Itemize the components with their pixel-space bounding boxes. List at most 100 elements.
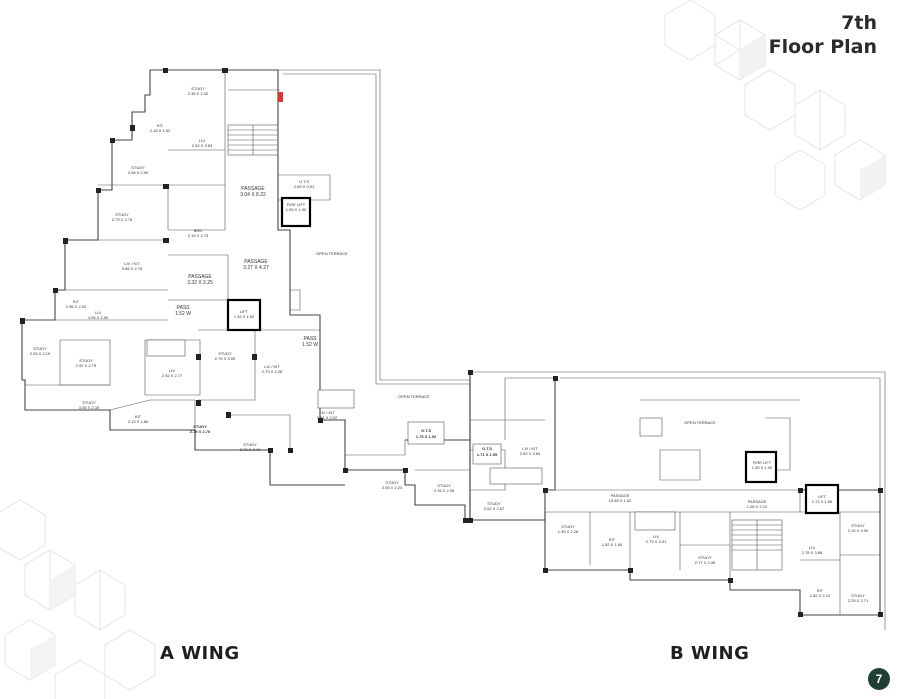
room-label: FIRE LIFT <box>287 202 306 207</box>
room-label: OPEN TERRACE <box>398 394 430 399</box>
room-label: KIT <box>609 537 616 542</box>
room-dim: 1.90 X 1.90 <box>286 207 307 212</box>
room-dim: 2.16 X 2.75 <box>188 233 209 238</box>
room-dim: 2.89 X 0.91 <box>294 184 315 189</box>
room-label: LIV / KIT <box>522 446 538 451</box>
room-label: OPEN TERRACE <box>684 420 716 425</box>
a-wing-label: A WING <box>160 643 240 664</box>
room-label: LIV <box>199 138 205 143</box>
room-label: PASSAGE <box>611 493 630 498</box>
room-dim: 2.15 X 3.00 <box>848 528 869 533</box>
room-dim: 1.75 X 1.92 <box>416 434 437 439</box>
room-dim: 2.79 X 2.70 <box>190 429 211 434</box>
room-label: STUDY <box>193 424 207 429</box>
room-label: LIV <box>95 310 101 315</box>
room-dim: 2.62 X 3.84 <box>520 451 541 456</box>
room-label: PASSAGE <box>241 186 265 192</box>
room-dim: 2.78 X 3.86 <box>802 550 823 555</box>
room-dim: 2.79 X 4.28 <box>262 369 283 374</box>
room-dim: 2.18 X 1.52 <box>150 128 171 133</box>
room-label: STUDY <box>487 501 501 506</box>
room-dim: 1.71 X 1.95 <box>477 452 498 457</box>
room-label: PASSAGE <box>748 499 767 504</box>
room-label: STUDY <box>851 593 865 598</box>
room-label: LIV <box>169 368 175 373</box>
room-dim: 1.82 X 2.12 <box>810 593 831 598</box>
b-wing-label: B WING <box>670 643 750 664</box>
room-label: LIFT <box>240 309 249 314</box>
room-dim: 1.72 X 1.96 <box>812 499 833 504</box>
room-dim: 1.52 W <box>302 342 318 348</box>
room-label: PASSAGE <box>188 274 212 280</box>
room-label: KIT <box>73 299 80 304</box>
room-label: OPEN TERRACE <box>316 251 348 256</box>
room-dim: 2.26 X 2.19 <box>30 351 51 356</box>
room-label: LIV / KIT <box>264 364 280 369</box>
room-dim: 2.76 X 2.36 <box>434 488 455 493</box>
room-label: LIV / KIT <box>124 261 140 266</box>
room-dim: 2.79 X 2.76 <box>112 217 133 222</box>
room-dim: 2.79 X 3.90 <box>215 356 236 361</box>
room-dim: 2.62 X 2.67 <box>484 506 505 511</box>
room-dim: 3.35 X 2.35 <box>79 405 100 410</box>
room-label: KIT <box>817 588 824 593</box>
room-label: FIRE LIFT <box>753 460 772 465</box>
room-label: STUDY <box>131 165 145 170</box>
room-dim: 1.52 W <box>175 311 191 317</box>
room-label: BRD <box>194 228 203 233</box>
room-label: STUDY <box>33 346 47 351</box>
room-dim: 3.86 X 2.76 <box>122 266 143 271</box>
room-label: STUDY <box>385 480 399 485</box>
page-number-badge: 7 <box>868 668 890 690</box>
room-dim: 1.90 X 1.90 <box>752 465 773 470</box>
room-dim: 1.82 X 1.60 <box>602 542 623 547</box>
room-label: PASS <box>177 305 191 311</box>
room-label: STUDY <box>851 523 865 528</box>
room-dim: 2.98 X 2.90 <box>128 170 149 175</box>
room-dim: 4.06 X 2.90 <box>88 315 109 320</box>
room-dim: 1.92 X 1.92 <box>234 314 255 319</box>
room-dim: 1.06 X 2.12 <box>747 504 768 509</box>
room-dim: 3.32 X 2.25 <box>187 280 213 286</box>
room-dim: 3.06 X 2.24 <box>382 485 403 490</box>
room-label: LIV <box>653 534 659 539</box>
room-label: STUDY <box>561 524 575 529</box>
room-dim: 1.39 X 2.26 <box>558 529 579 534</box>
room-label: STUDY <box>218 351 232 356</box>
room-label: KIT <box>135 414 142 419</box>
room-dim: 15.65 X 1.52 <box>609 498 632 503</box>
room-label: STUDY <box>191 86 205 91</box>
room-dim: 2.79 X 3.91 <box>646 539 667 544</box>
room-label: STUDY <box>243 442 257 447</box>
room-label: STUDY <box>115 212 129 217</box>
room-dim: 2.25 X 2.71 <box>848 598 869 603</box>
room-label: STUDY <box>437 483 451 488</box>
room-label: O.T.S <box>299 179 309 184</box>
room-dim: 2.92 X 3.83 <box>192 143 213 148</box>
floor-plan-label: Floor Plan <box>768 35 877 58</box>
room-dim: 3.27 X 4.27 <box>243 265 269 271</box>
room-dim: 2.35 X 2.32 <box>188 91 209 96</box>
room-label: LIV <box>809 545 815 550</box>
room-dim: 2.13 X 1.80 <box>128 419 149 424</box>
room-label: LIV / KIT <box>319 410 335 415</box>
room-label: LIFT <box>818 494 827 499</box>
room-label: STUDY <box>698 555 712 560</box>
room-dim: 3.91 X 2.92 <box>317 415 338 420</box>
room-label: KIT <box>157 123 164 128</box>
room-label: O.T.S <box>482 446 492 451</box>
floor-number: 7th <box>841 12 877 34</box>
room-dim: 2.96 X 2.32 <box>66 304 87 309</box>
room-dim: 2.79 X 2.49 <box>240 447 261 452</box>
room-dim: 2.92 X 2.79 <box>76 363 97 368</box>
room-label: O.T.S <box>421 428 431 433</box>
room-label: STUDY <box>79 358 93 363</box>
room-dim: 2.92 X 2.77 <box>162 373 183 378</box>
room-label: STUDY <box>82 400 96 405</box>
room-label: PASSAGE <box>244 259 268 265</box>
room-dim: 2.77 X 2.49 <box>695 560 716 565</box>
room-label: PASS <box>304 336 318 342</box>
floor-plan-title: 7th Floor Plan <box>769 12 877 60</box>
room-dim: 3.04 X 8.22 <box>240 192 266 198</box>
